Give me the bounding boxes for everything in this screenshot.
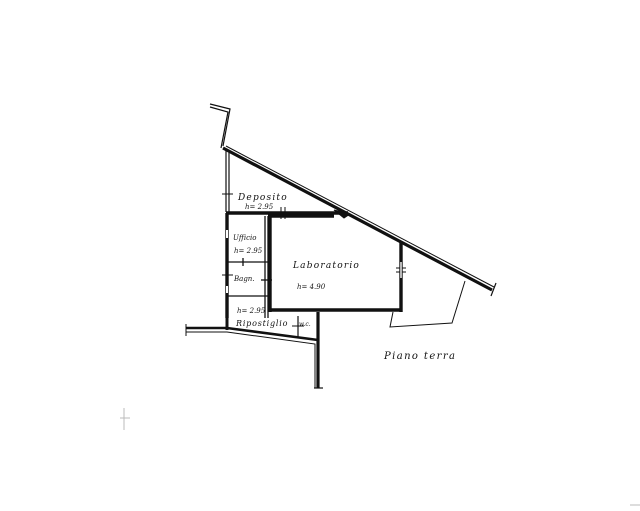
deposito-bottom-wall — [226, 207, 352, 219]
faint-marks — [120, 408, 640, 506]
interior-partitions — [227, 216, 272, 318]
room-label-bagno: Bagn. — [233, 275, 255, 283]
room-label-ufficio: Ufficio — [233, 234, 256, 242]
floor-title: Piano terra — [383, 351, 456, 362]
room-label-ripostiglio: Ripostiglio — [235, 319, 288, 328]
room-height-laboratorio: h= 4.90 — [297, 283, 326, 291]
room-label-deposito: Deposito — [237, 193, 288, 203]
laboratorio-walls — [268, 214, 406, 312]
diagonal-wall — [222, 145, 497, 297]
courtyard-outline — [389, 280, 466, 328]
room-height-deposito: h= 2.95 — [245, 203, 274, 211]
room-height-ufficio: h= 2.95 — [234, 247, 263, 255]
outer-wall-top-left — [209, 103, 231, 149]
room-label-laboratorio: Laboratorio — [292, 261, 360, 271]
room-label-wc: w.c. — [299, 321, 311, 328]
room-height-ripostiglio: h= 2.95 — [237, 307, 266, 315]
deposito-left-wall — [222, 150, 233, 212]
service-left-wall — [222, 213, 233, 318]
lower-walls — [185, 312, 323, 389]
